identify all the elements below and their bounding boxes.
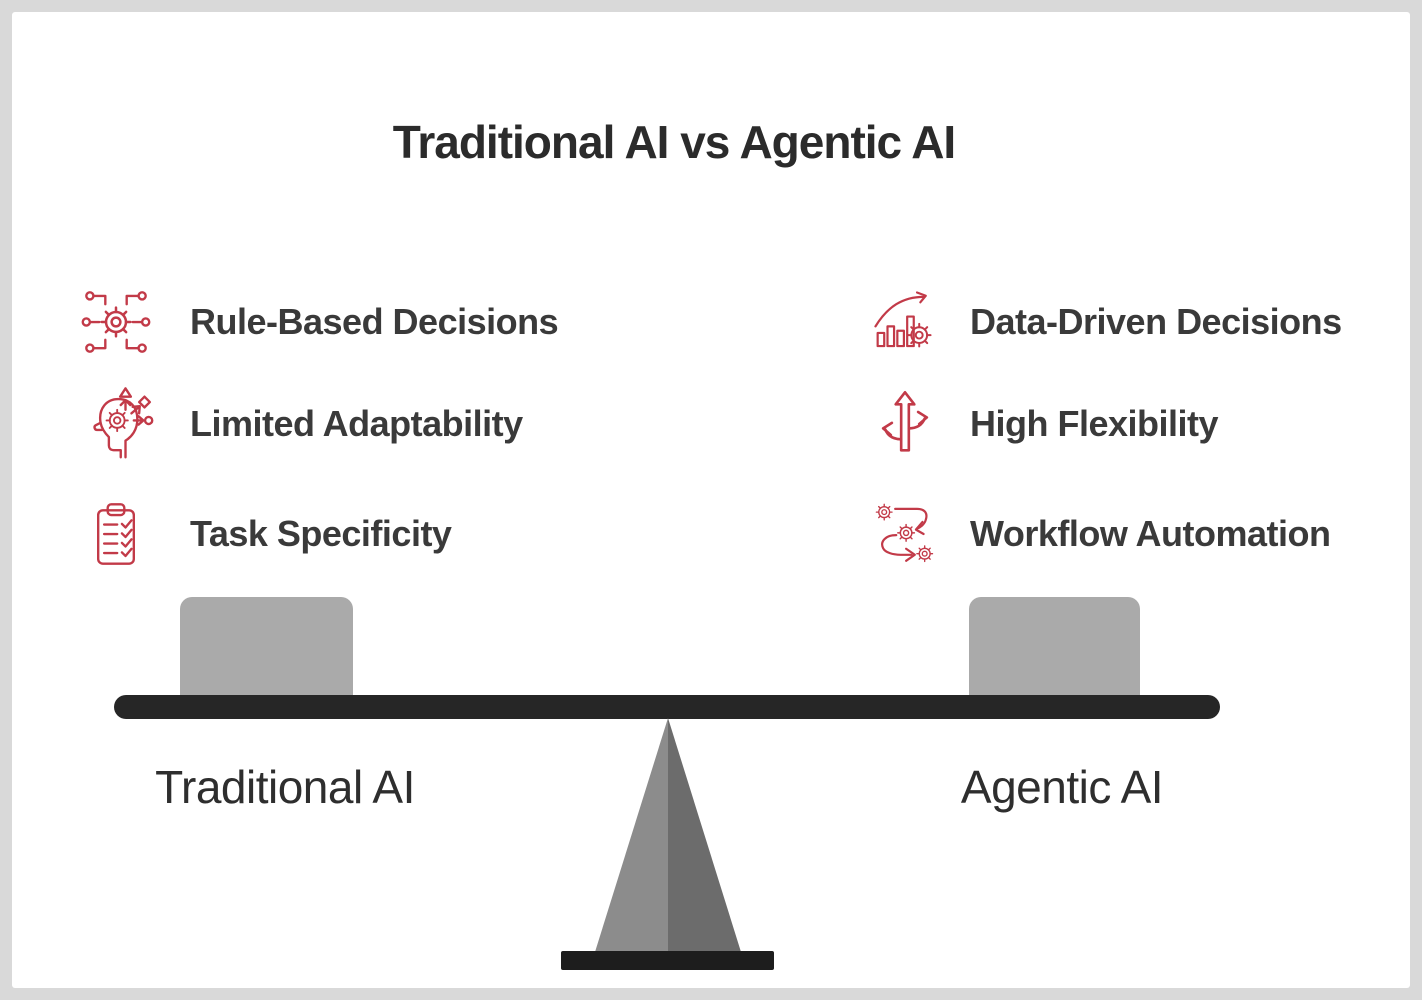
feature-task-specificity: Task Specificity [78, 496, 452, 572]
page-title: Traditional AI vs Agentic AI [392, 116, 956, 168]
feature-workflow-automation: Workflow Automation [870, 496, 1331, 572]
feature-rule-based-decisions: Rule-Based Decisions [78, 284, 559, 360]
feature-label: Limited Adaptability [190, 403, 523, 444]
fulcrum-base [561, 951, 774, 970]
chart-growth-gear-icon [870, 284, 940, 360]
branching-arrows-icon [870, 386, 940, 462]
traditional-ai-label: Traditional AI [155, 761, 415, 813]
feature-label: High Flexibility [970, 403, 1219, 444]
feature-high-flexibility: High Flexibility [870, 386, 1219, 462]
feature-data-driven-decisions: Data-Driven Decisions [870, 284, 1342, 360]
fulcrum-triangle [595, 718, 741, 952]
feature-limited-adaptability: Limited Adaptability [78, 386, 523, 462]
weight-block-traditional [180, 597, 353, 697]
infographic-card: Traditional AI vs Agentic AI Rule-Based [12, 12, 1410, 988]
gear-network-icon [78, 284, 154, 360]
agentic-ai-label: Agentic AI [960, 761, 1164, 813]
feature-label: Data-Driven Decisions [970, 301, 1342, 342]
gears-flow-icon [870, 496, 940, 572]
clipboard-checklist-icon [78, 496, 154, 572]
weight-block-agentic [969, 597, 1140, 697]
head-gear-icon [78, 386, 154, 462]
feature-label: Workflow Automation [970, 513, 1331, 554]
feature-label: Task Specificity [190, 513, 452, 554]
seesaw-beam [114, 695, 1220, 719]
feature-label: Rule-Based Decisions [190, 301, 559, 342]
